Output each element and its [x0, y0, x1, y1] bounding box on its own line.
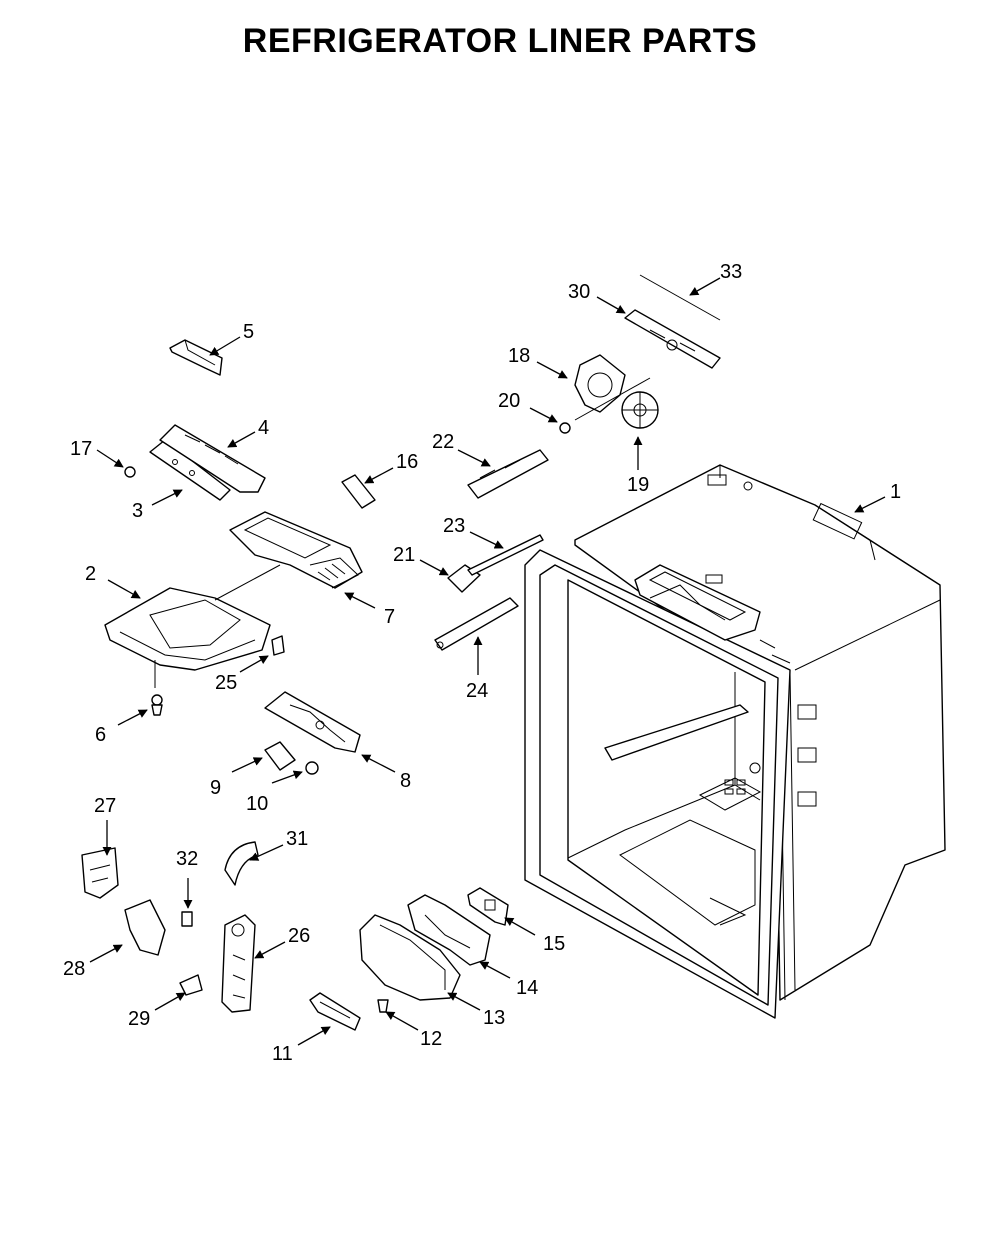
part-2-crisper-cover [104, 564, 281, 688]
callout-17: 17 [70, 438, 92, 460]
part-13-bin [359, 914, 461, 1001]
callout-16: 16 [396, 451, 418, 473]
callout-1: 1 [890, 481, 901, 503]
callout-2: 2 [85, 563, 96, 585]
callout-27: 27 [94, 795, 116, 817]
part-6-fastener [151, 694, 163, 716]
callout-5: 5 [243, 321, 254, 343]
liner-body [524, 464, 946, 1019]
callout-11: 11 [272, 1043, 293, 1065]
callout-7: 7 [384, 606, 395, 628]
part-8-duct [264, 691, 361, 753]
part-7-crisper-drawer [229, 511, 363, 589]
page-title: REFRIGERATOR LINER PARTS [242, 22, 758, 60]
callout-8: 8 [400, 770, 411, 792]
part-17-screw [124, 466, 136, 478]
callout-24: 24 [466, 680, 488, 702]
callout-9: 9 [210, 777, 221, 799]
part-9-knob [264, 741, 296, 771]
callout-15: 15 [543, 933, 565, 955]
part-12-screw [377, 999, 389, 1013]
callout-31: 31 [286, 828, 308, 850]
part-33-wire [639, 274, 721, 321]
part-14-housing [407, 894, 491, 966]
part-27-bracket [81, 847, 119, 899]
callout-19: 19 [627, 474, 649, 496]
callout-12: 12 [420, 1028, 442, 1050]
callout-21: 21 [393, 544, 415, 566]
callout-14: 14 [516, 977, 538, 999]
part-5-clip [169, 339, 223, 376]
part-10-cap [305, 761, 319, 775]
callout-23: 23 [443, 515, 465, 537]
part-25-clip [271, 635, 285, 656]
callout-numbers: 1 2 3 4 5 6 7 8 9 10 11 12 13 14 15 16 1… [63, 261, 901, 1065]
callout-30: 30 [568, 281, 590, 303]
leader-lines [89, 277, 886, 1046]
callout-29: 29 [128, 1008, 150, 1030]
callout-20: 20 [498, 390, 520, 412]
part-26-panel [221, 914, 256, 1013]
part-15-damper [467, 887, 509, 926]
part-24-rail [434, 597, 519, 651]
callout-18: 18 [508, 345, 530, 367]
part-22-rail [467, 449, 549, 499]
callout-32: 32 [176, 848, 198, 870]
callout-10: 10 [246, 793, 268, 815]
callout-26: 26 [288, 925, 310, 947]
callout-3: 3 [132, 500, 143, 522]
part-29-clip [179, 974, 203, 996]
part-31-lens [224, 841, 259, 886]
callout-28: 28 [63, 958, 85, 980]
callout-13: 13 [483, 1007, 505, 1029]
callout-22: 22 [432, 431, 454, 453]
part-3-4-bracket [149, 424, 266, 501]
part-28-hinge [124, 899, 166, 956]
callout-33: 33 [720, 261, 742, 283]
part-18-fan-shroud [574, 354, 626, 413]
part-19-fan-blade [574, 377, 659, 429]
part-32-clip [181, 911, 193, 927]
part-11-shelf-trim [309, 992, 361, 1031]
part-20-screw [559, 422, 571, 434]
part-16-light-cap [341, 474, 376, 509]
callout-6: 6 [95, 724, 106, 746]
part-30-bar [624, 309, 721, 369]
callout-25: 25 [215, 672, 237, 694]
callout-4: 4 [258, 417, 269, 439]
part-23-rod [467, 534, 544, 576]
